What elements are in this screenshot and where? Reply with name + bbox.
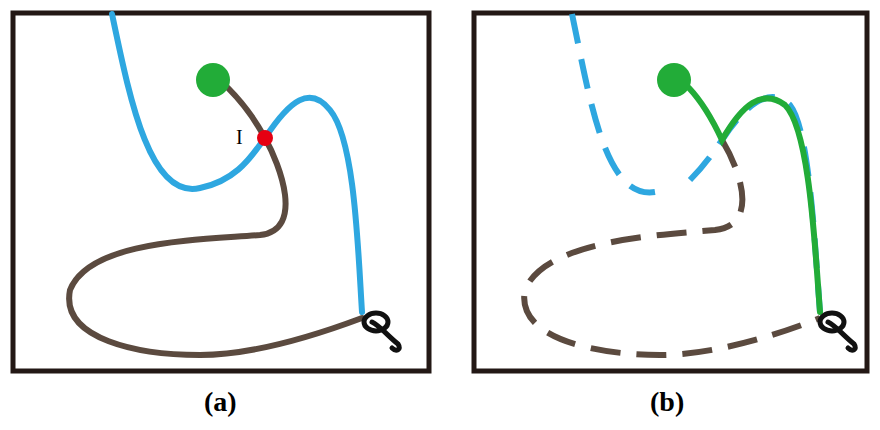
panel-caption: (b) [650,386,684,418]
brown-dashed-path [524,140,820,355]
intersection-point [257,130,273,146]
start-symbol [364,313,399,350]
panel-caption: (a) [204,386,237,418]
blue-dashed-path [572,14,655,192]
brown-path [69,88,362,355]
panel-frame [13,13,429,371]
point-label: I [236,126,243,149]
green-path [689,88,820,312]
panel-frame [474,13,867,371]
blue-path [112,14,362,312]
start-symbol [820,313,855,350]
goal-point [196,63,230,97]
goal-point [657,63,691,97]
